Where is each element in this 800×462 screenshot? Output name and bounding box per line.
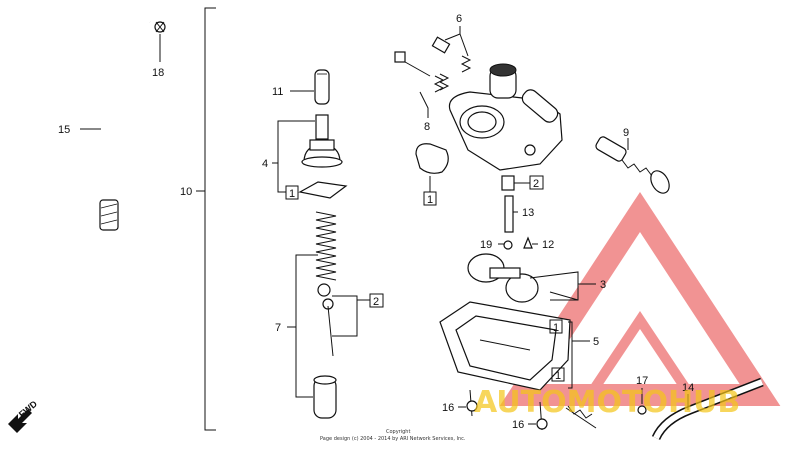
- boxed-ref-1-d-text: 1: [555, 370, 561, 382]
- callout-5: 5: [593, 336, 599, 348]
- callout-8: 8: [424, 121, 430, 133]
- part-14-tube: [651, 377, 764, 441]
- fwd-arrow-icon: [8, 409, 32, 433]
- callout-15: 15: [58, 124, 70, 136]
- boxed-ref-1-b-text: 1: [427, 194, 433, 206]
- part-drain-screw: [565, 405, 597, 429]
- callout-10: 10: [180, 186, 192, 198]
- callout-9: 9: [623, 127, 629, 139]
- callout-7: 7: [275, 322, 281, 334]
- part-15-tube: [80, 9, 151, 231]
- part-7-spring-needle: [287, 211, 370, 419]
- callout-16-b: 16: [512, 419, 524, 431]
- part-16-screw-b: [528, 401, 548, 431]
- callout-6: 6: [456, 13, 462, 25]
- callout-3: 3: [600, 279, 606, 291]
- part-11-cap: [290, 69, 330, 105]
- boxed-ref-2-a-text: 2: [533, 178, 539, 190]
- spring: [315, 211, 337, 281]
- part-3-float: [467, 253, 596, 303]
- carburetor-body: [448, 63, 563, 171]
- copyright-line-2: Page design (c) 2004 - 2014 by ARI Netwo…: [320, 436, 466, 442]
- boxed-ref-2-b-text: 2: [373, 296, 379, 308]
- part-8-screw: [394, 51, 450, 118]
- part-9-adjuster: [595, 136, 670, 194]
- part-17-clip: [637, 388, 647, 415]
- forward-direction-arrow: FWD: [8, 398, 39, 433]
- copyright-line-1: Copyright: [386, 429, 410, 435]
- boxed-ref-1-c-text: 1: [553, 322, 559, 334]
- gasket: [415, 143, 449, 192]
- bracket-10: [196, 7, 216, 431]
- boxed-ref-1-a-text: 1: [289, 188, 295, 200]
- boxed-ref-1-d: 1: [551, 367, 565, 382]
- part-4-top-assembly: [272, 114, 348, 199]
- callout-4: 4: [262, 158, 268, 170]
- part-16-screw-a: [458, 389, 478, 417]
- callout-17: 17: [636, 375, 648, 387]
- boxed-ref-1-b: 1: [423, 191, 437, 206]
- boxed-ref-1-a: 1: [285, 185, 299, 200]
- part-5-float-bowl: [439, 301, 590, 391]
- watermark-triangle-inner: [580, 310, 700, 400]
- part-6-screw: [431, 26, 472, 73]
- callout-19: 19: [480, 239, 492, 251]
- callout-11: 11: [272, 86, 283, 98]
- boxed-ref-1-c: 1: [549, 319, 563, 334]
- callout-14: 14: [682, 382, 694, 394]
- jets: [498, 175, 538, 250]
- watermark-logo: [499, 191, 781, 406]
- boxed-ref-2-b: 2: [369, 293, 384, 308]
- watermark-text: AUTOMOTOHUB: [474, 385, 740, 420]
- callout-13: 13: [522, 207, 534, 219]
- boxed-ref-2-a: 2: [529, 175, 544, 190]
- callout-12: 12: [542, 239, 554, 251]
- callout-16-a: 16: [442, 402, 454, 414]
- callout-18: 18: [152, 67, 164, 79]
- part-18-clip: [154, 21, 166, 62]
